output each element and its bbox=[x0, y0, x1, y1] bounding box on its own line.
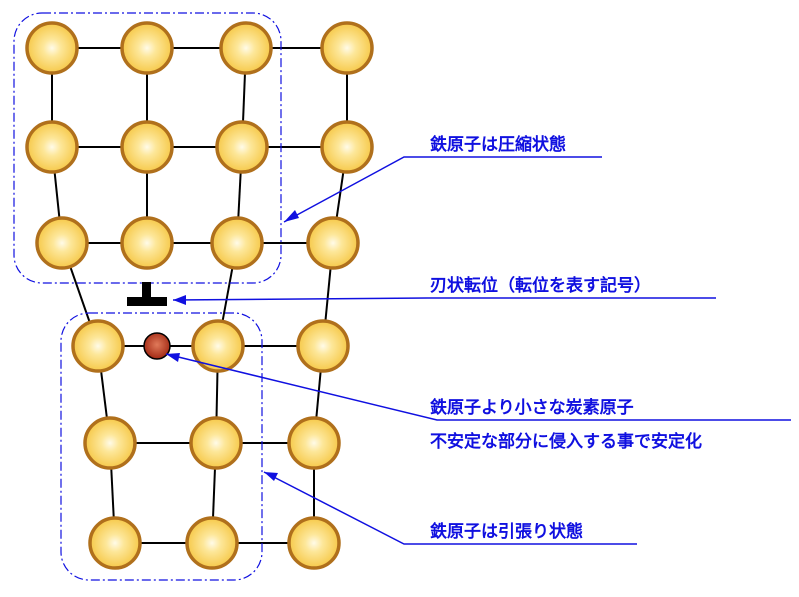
iron-atom bbox=[71, 319, 125, 373]
iron-atom bbox=[210, 216, 264, 270]
iron-atom bbox=[120, 120, 174, 174]
iron-atom bbox=[287, 416, 341, 470]
carbon-arrowhead bbox=[166, 353, 180, 362]
iron-atom bbox=[306, 216, 360, 270]
iron-atom bbox=[287, 516, 341, 570]
iron-atom bbox=[120, 21, 174, 75]
atomic-bonds bbox=[51, 47, 348, 544]
iron-atom bbox=[185, 516, 239, 570]
dislocation-leader bbox=[172, 297, 716, 301]
iron-atoms bbox=[25, 21, 374, 570]
iron-atom bbox=[219, 21, 273, 75]
carbon-label-line2: 不安定な部分に侵入する事で安定化 bbox=[430, 431, 702, 452]
iron-atom bbox=[296, 319, 350, 373]
leader-arrowheads bbox=[166, 210, 299, 481]
edge-dislocation-symbol bbox=[127, 282, 167, 306]
dislocation-label: 刃状転位（転位を表す記号） bbox=[430, 275, 651, 296]
iron-atom bbox=[320, 21, 374, 75]
carbon-leader bbox=[165, 353, 791, 421]
iron-atom bbox=[88, 516, 142, 570]
iron-atom bbox=[320, 120, 374, 174]
tension-label: 鉄原子は引張り状態 bbox=[430, 521, 583, 542]
iron-atom bbox=[25, 120, 79, 174]
compression-label: 鉄原子は圧縮状態 bbox=[430, 134, 566, 155]
tension-leader bbox=[263, 471, 637, 545]
compression-arrowhead bbox=[284, 210, 299, 222]
iron-atom bbox=[191, 319, 245, 373]
dislocation-arrowhead bbox=[173, 295, 186, 305]
leader-lines bbox=[165, 156, 791, 545]
carbon-label-line1: 鉄原子より小さな炭素原子 bbox=[430, 397, 634, 418]
iron-atom bbox=[215, 120, 269, 174]
carbon-atom bbox=[143, 332, 171, 360]
compression-leader bbox=[283, 156, 602, 223]
iron-atom bbox=[25, 21, 79, 75]
iron-atom bbox=[83, 416, 137, 470]
iron-atom bbox=[189, 416, 243, 470]
tension-arrowhead bbox=[264, 472, 278, 481]
iron-atom bbox=[120, 216, 174, 270]
iron-atom bbox=[35, 216, 89, 270]
tension-region bbox=[60, 312, 263, 581]
